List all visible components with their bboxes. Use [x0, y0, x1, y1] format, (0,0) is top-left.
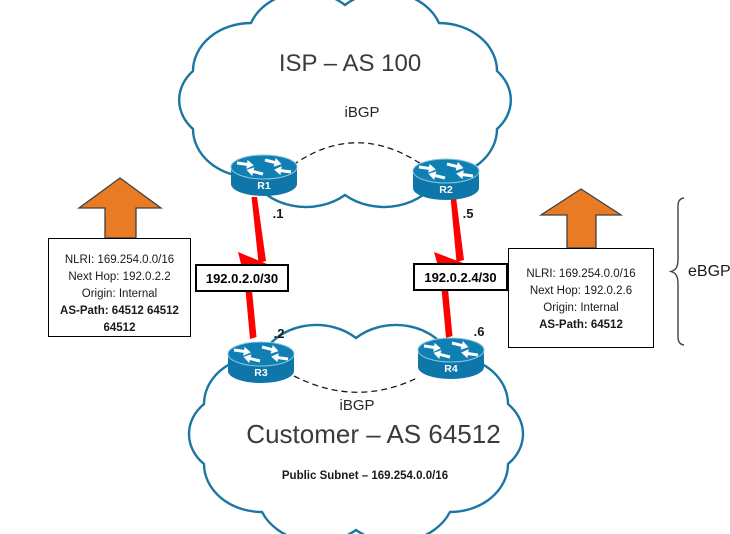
advert-as-path: AS-Path: 64512 64512 64512	[60, 305, 179, 334]
advert-origin: Origin: Internal	[81, 288, 158, 300]
ebgp-label: eBGP	[688, 263, 730, 280]
router-label-r1: R1	[257, 180, 271, 192]
router-label-r2: R2	[439, 184, 453, 196]
link-subnet-box-right: 192.0.2.4/30	[413, 263, 508, 291]
ip-label-r1: .1	[272, 206, 284, 221]
advert-up-arrow-left	[77, 177, 163, 239]
ip-label-r3: .2	[273, 326, 285, 341]
ip-label-r4: .6	[473, 324, 485, 339]
router-label-r3: R3	[254, 367, 268, 379]
advert-nlri: NLRI: 169.254.0.0/16	[64, 254, 175, 266]
link-subnet-box-left: 192.0.2.0/30	[195, 264, 289, 292]
advert-origin: Origin: Internal	[543, 302, 619, 314]
advert-nlri: NLRI: 169.254.0.0/16	[526, 268, 636, 280]
advertisement-box-left: NLRI: 169.254.0.0/16 Next Hop: 192.0.2.2…	[48, 238, 191, 337]
customer-cloud-title: Customer – AS 64512	[246, 419, 501, 449]
isp-cloud-title: ISP – AS 100	[278, 50, 422, 77]
ibgp-label-bottom: iBGP	[339, 397, 375, 414]
ibgp-label-top: iBGP	[344, 104, 380, 121]
advert-next-hop: Next Hop: 192.0.2.2	[68, 271, 171, 283]
advertisement-box-right: NLRI: 169.254.0.0/16 Next Hop: 192.0.2.6…	[508, 248, 654, 348]
public-subnet-note: Public Subnet – 169.254.0.0/16	[281, 470, 449, 482]
advert-up-arrow-right	[538, 188, 624, 249]
advert-as-path: AS-Path: 64512	[539, 319, 623, 331]
advert-next-hop: Next Hop: 192.0.2.6	[529, 285, 633, 297]
router-label-r4: R4	[444, 363, 458, 375]
ebgp-brace	[668, 197, 685, 346]
ibgp-session-bottom	[293, 375, 420, 393]
ip-label-r2: .5	[462, 206, 474, 221]
